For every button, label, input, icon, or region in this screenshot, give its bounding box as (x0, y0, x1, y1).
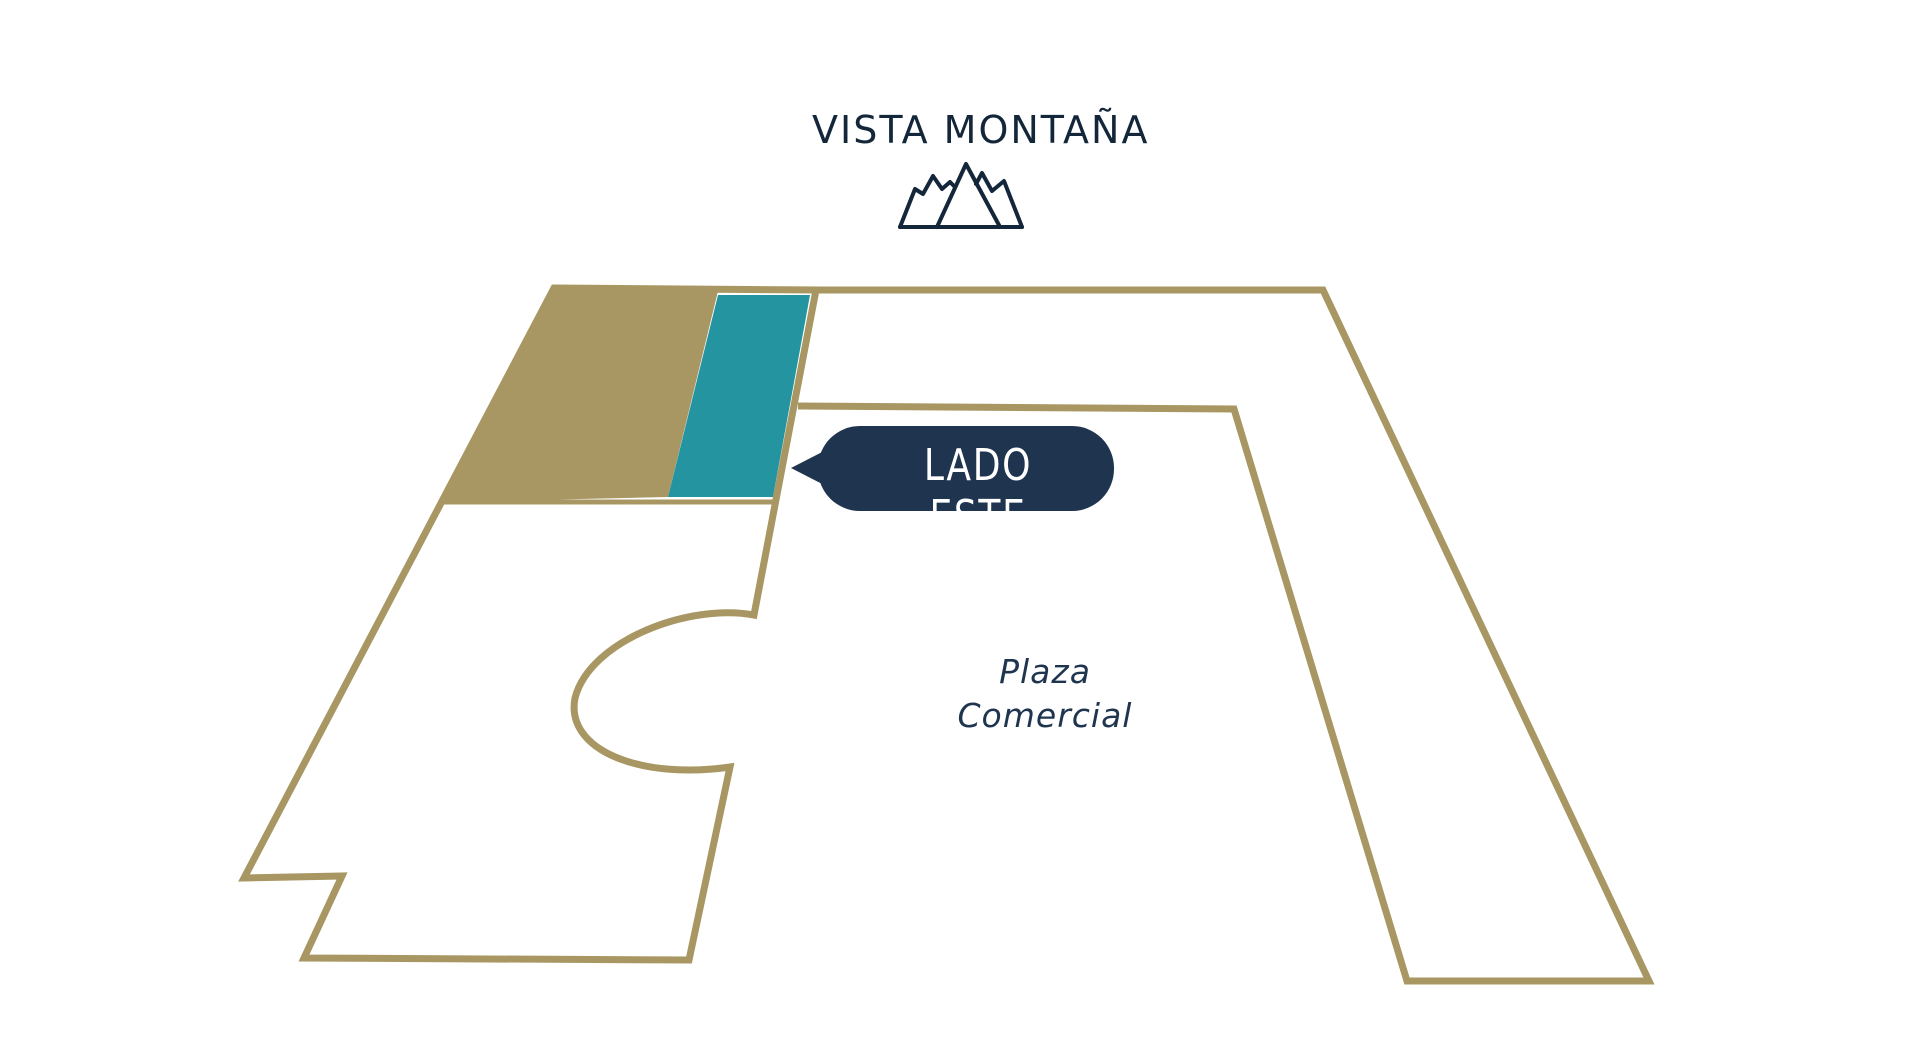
area-label-plaza-comercial: Plaza Comercial (930, 650, 1160, 738)
area-label-line1: Plaza (999, 652, 1091, 691)
page-title: VISTA MONTAÑA (812, 108, 1150, 152)
building-west-outline (238, 284, 821, 964)
area-label-line2: Comercial (957, 696, 1133, 735)
mountain-icon (898, 162, 1024, 229)
unit-selected-lado-este[interactable] (668, 295, 810, 497)
callout-label: LADO ESTE (923, 440, 1033, 542)
building-east-outline (797, 286, 1655, 985)
unit-occupied[interactable] (444, 288, 718, 502)
callout-bubble (791, 426, 1114, 511)
